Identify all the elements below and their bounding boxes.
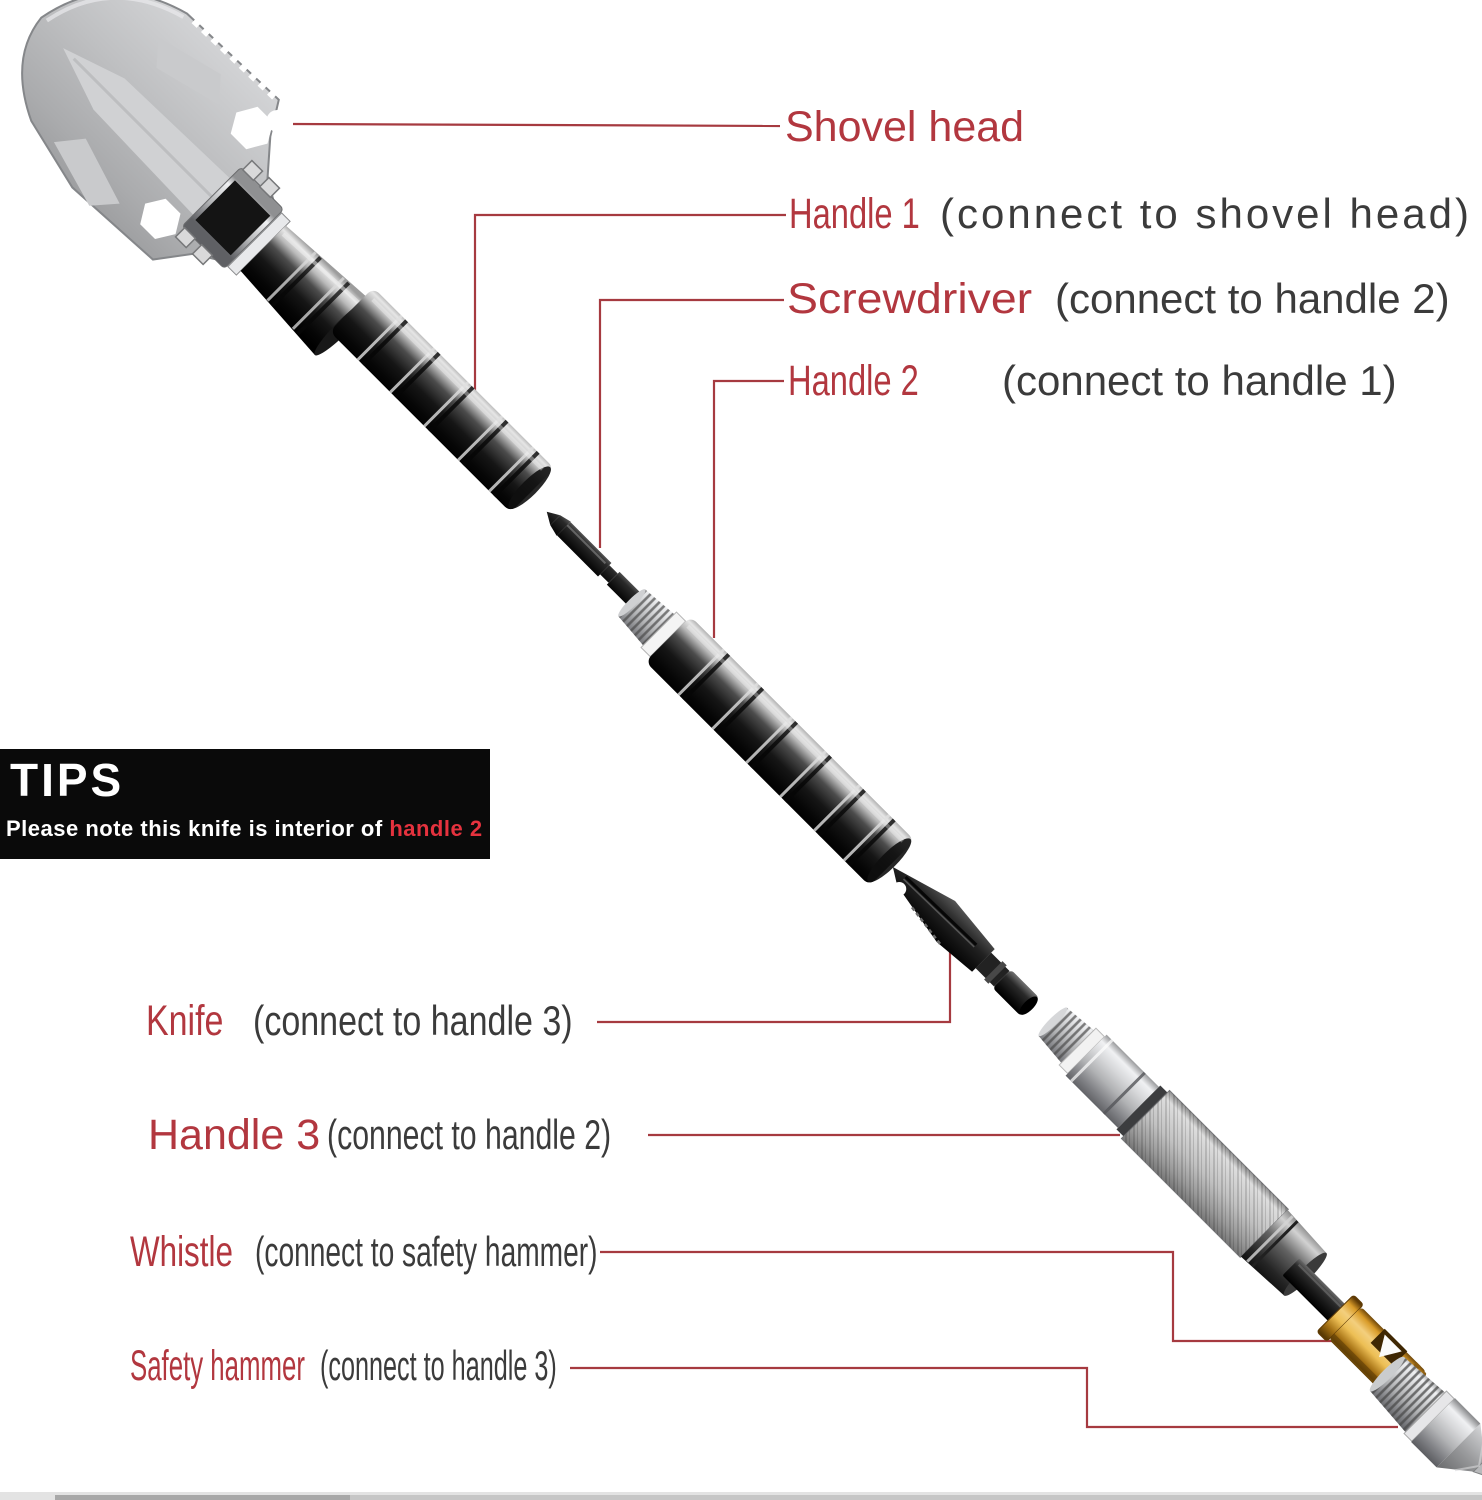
note-whistle: (connect to safety hammer) <box>255 1228 598 1275</box>
label-shovel-head: Shovel head <box>785 103 1025 151</box>
knife-serration <box>910 906 942 945</box>
screwdriver-part <box>546 511 641 606</box>
hex-hole <box>230 106 274 150</box>
label-screwdriver: Screwdriver <box>787 275 1033 323</box>
leader-knife <box>597 948 952 1024</box>
label-handle-2: Handle 2 <box>788 357 919 405</box>
label-whistle: Whistle <box>130 1228 233 1276</box>
tips-text-main: Please note this knife is interior of <box>6 816 390 841</box>
leader-screwdriver <box>598 298 784 548</box>
note-handle-3: (connect to handle 2) <box>327 1111 612 1158</box>
handle-2-part <box>618 589 912 883</box>
tips-text-highlight: handle 2 <box>389 816 483 841</box>
tips-text: Please note this knife is interior of ha… <box>6 815 483 844</box>
white-ring <box>640 611 687 658</box>
label-safety-hammer: Safety hammer <box>130 1342 305 1390</box>
serrated-edge <box>191 16 280 101</box>
note-safety-hammer: (connect to handle 3) <box>320 1342 557 1389</box>
leader-safety-hammer <box>570 1366 1398 1429</box>
bottom-edge-strip <box>0 1492 1482 1500</box>
note-screwdriver: (connect to handle 2) <box>1055 275 1450 322</box>
safety-hammer-part <box>1369 1356 1482 1479</box>
label-handle-3: Handle 3 <box>148 1111 321 1159</box>
tips-box: TIPS Please note this knife is interior … <box>0 749 490 859</box>
leader-whistle <box>600 1250 1333 1343</box>
note-knife: (connect to handle 3) <box>253 997 573 1044</box>
leader-shovel-head <box>292 122 781 128</box>
label-handle-1: Handle 1 <box>789 190 920 238</box>
note-handle-1: (connect to shovel head) <box>940 190 1472 237</box>
wing-screws <box>174 159 281 266</box>
tips-title: TIPS <box>10 754 125 806</box>
handle-3-part <box>1038 1007 1327 1296</box>
leader-lines <box>292 122 1398 1429</box>
note-handle-2: (connect to handle 1) <box>1002 357 1397 404</box>
hex-hole <box>140 198 181 240</box>
leader-handle-1 <box>473 213 786 393</box>
shovel-head-part <box>21 0 371 356</box>
knife-part <box>892 867 1038 1015</box>
gut-hook <box>892 881 907 896</box>
handle-1-part <box>332 290 552 510</box>
label-knife: Knife <box>146 997 224 1045</box>
leader-handle-2 <box>712 379 784 638</box>
